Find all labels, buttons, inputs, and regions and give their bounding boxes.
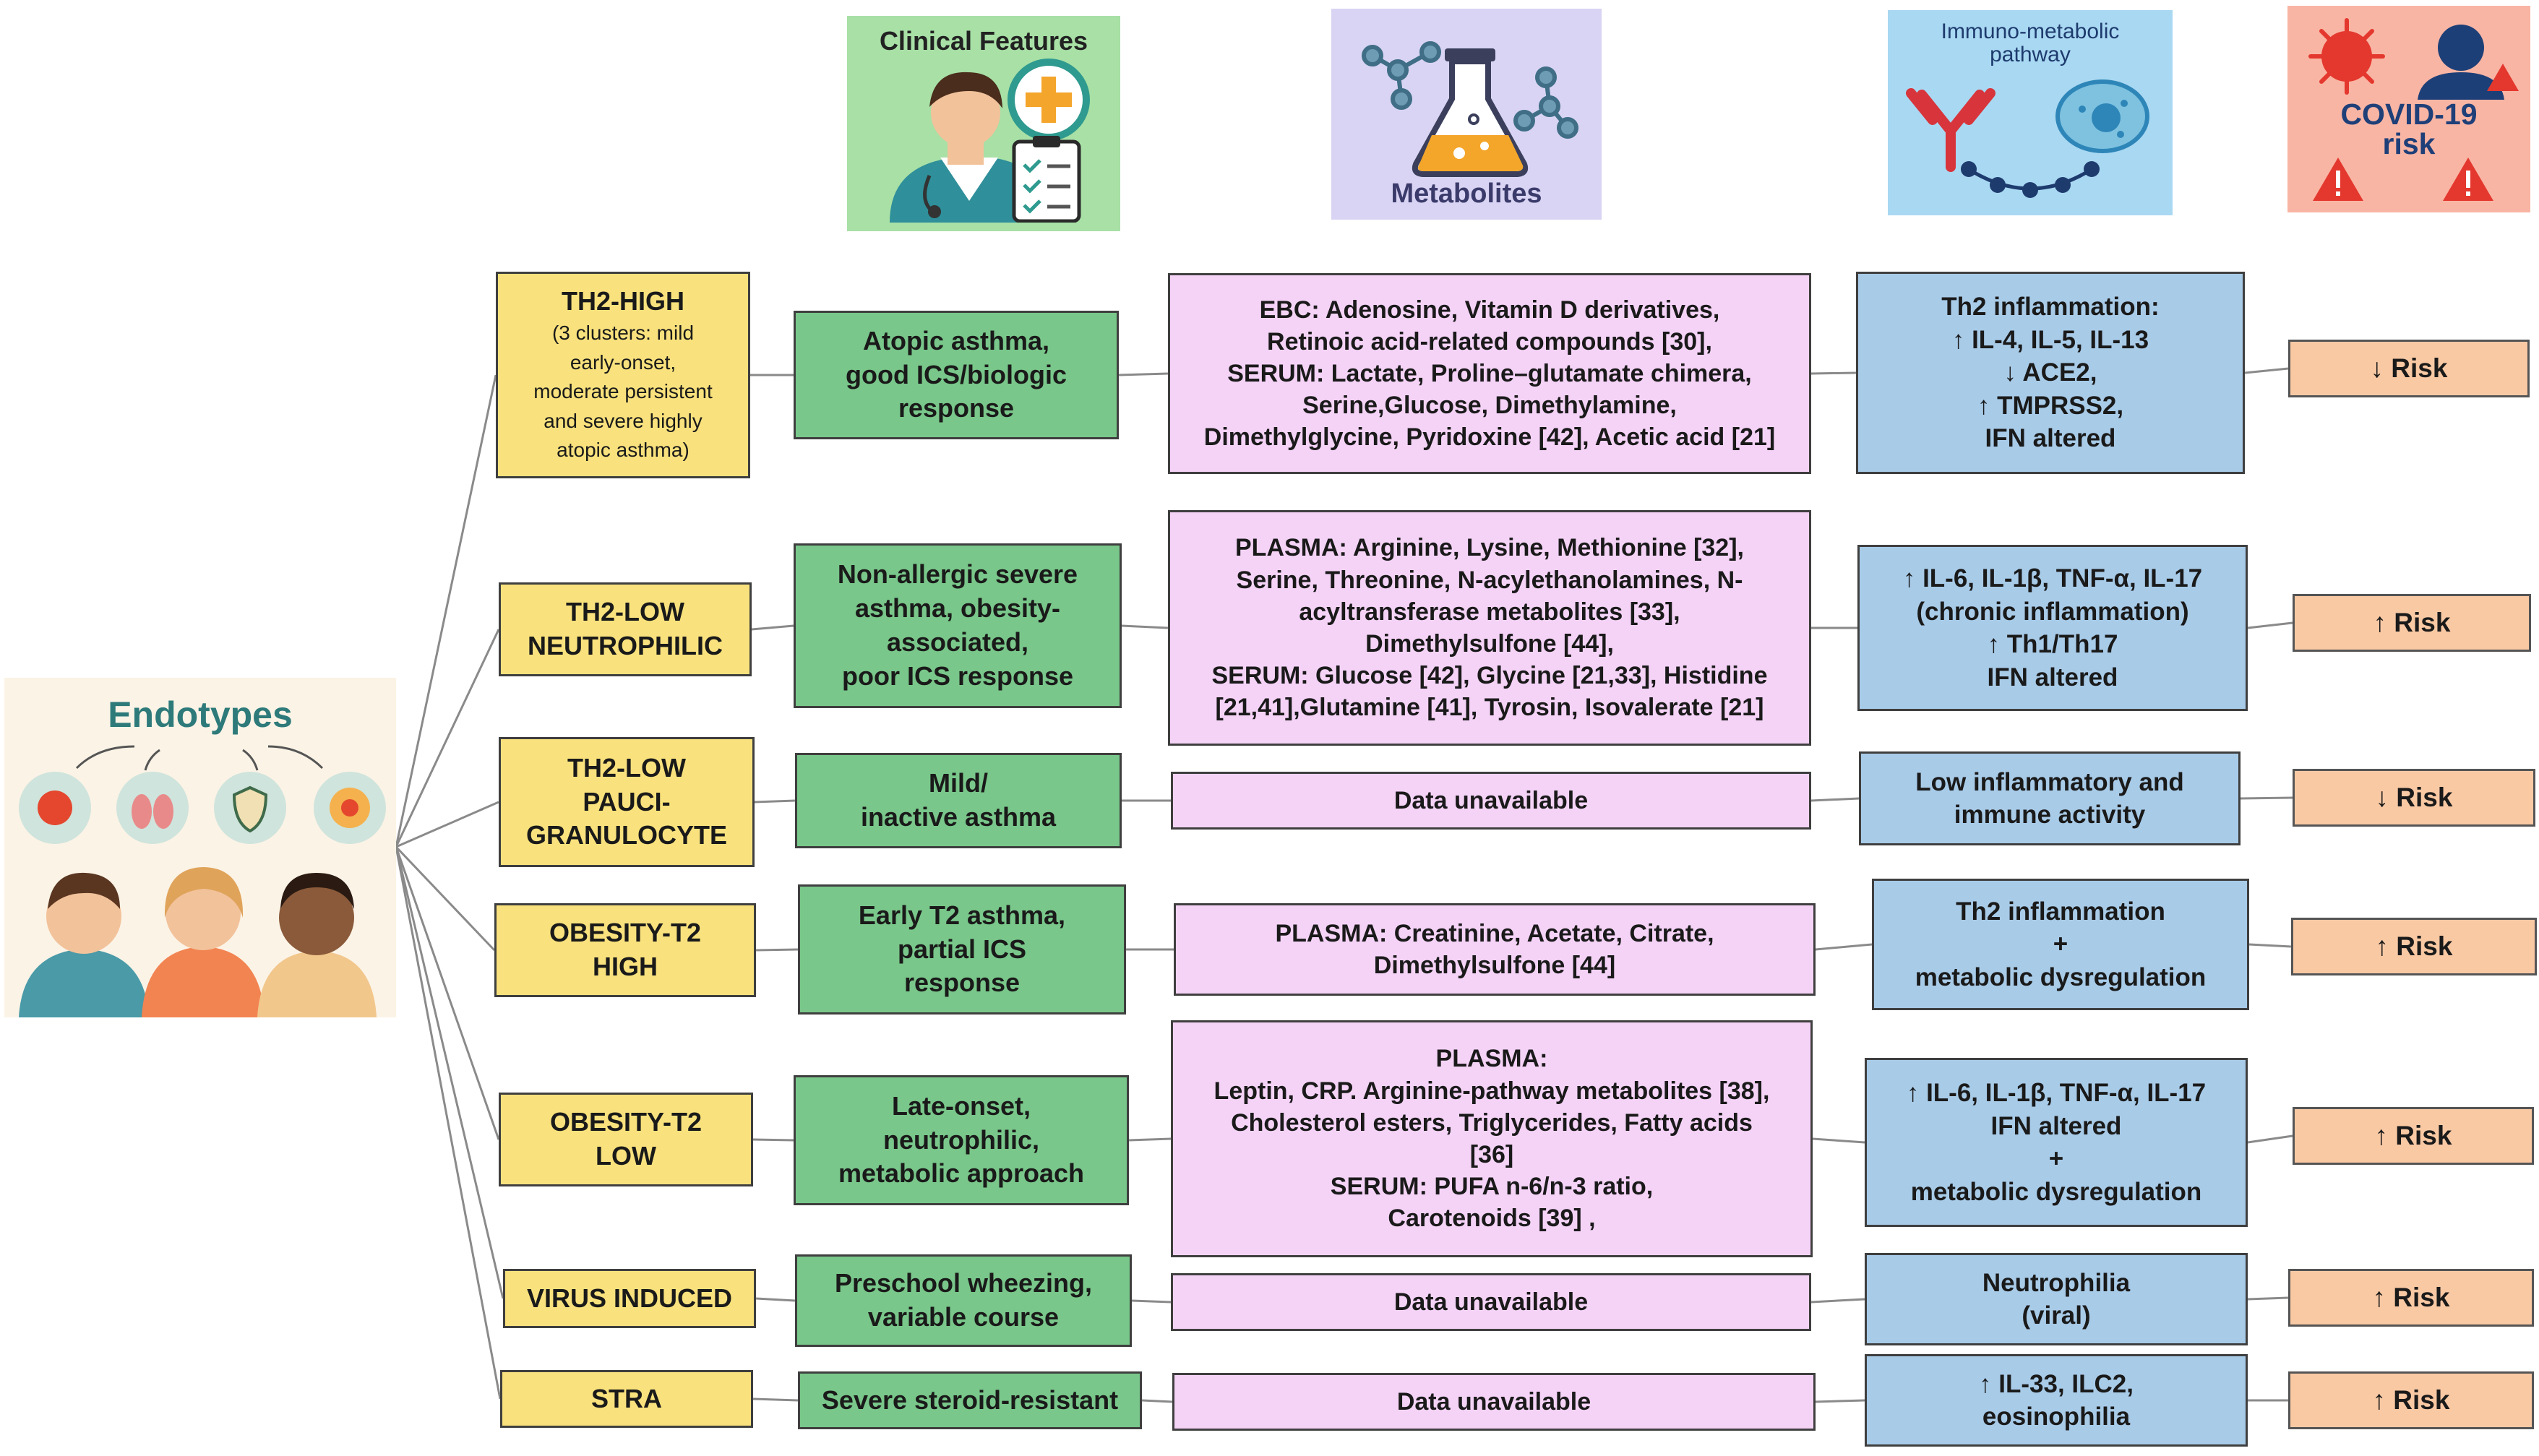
immuno-pathway-box: Th2 inflammation: ↑ IL-4, IL-5, IL-13 ↓ … xyxy=(1856,272,2245,474)
endotypes-title: Endotypes xyxy=(108,694,293,735)
row-connector-line xyxy=(1128,1137,1172,1142)
row-connector-line xyxy=(2247,1134,2293,1144)
immuno-pathway-box: ↑ IL-6, IL-1β, TNF-α, IL-17 (chronic inf… xyxy=(1857,545,2248,711)
lungs-icon xyxy=(116,772,189,844)
row-connector-line xyxy=(1118,372,1169,376)
row-connector-line xyxy=(2244,367,2289,374)
immuno-pathway-box: Low inflammatory and immune activity xyxy=(1859,751,2241,845)
clinical-feature-box: Non-allergic severe asthma, obesity- ass… xyxy=(794,543,1122,708)
row-connector-line xyxy=(752,1397,799,1402)
endotype-box: TH2-LOW PAUCI- GRANULOCYTE xyxy=(499,737,755,867)
root-to-endotype-line xyxy=(395,801,499,848)
shield-leaf-icon xyxy=(214,772,286,844)
row-connector-line xyxy=(754,799,796,804)
covid-risk-box: ↑ Risk xyxy=(2288,1269,2534,1327)
covid-risk-box: ↓ Risk xyxy=(2288,340,2530,397)
root-to-endotype-line xyxy=(395,629,500,848)
row-connector-line xyxy=(1812,1137,1865,1144)
antibody-icon xyxy=(1906,79,2149,198)
covid-risk-header: COVID-19 risk xyxy=(2287,6,2530,212)
row-connector-line xyxy=(1121,624,1169,629)
cell-icon xyxy=(2055,79,2149,153)
covid-risk-title: COVID-19 risk xyxy=(2340,98,2478,160)
person-icon xyxy=(2418,25,2504,100)
row-connector-line xyxy=(1810,371,1857,375)
immuno-pathway-box: Th2 inflammation + metabolic dysregulati… xyxy=(1872,879,2249,1010)
clinical-feature-box: Preschool wheezing, variable course xyxy=(795,1254,1132,1347)
row-connector-line xyxy=(1815,943,1873,951)
immuno-pathway-box: ↑ IL-6, IL-1β, TNF-α, IL-17 IFN altered … xyxy=(1865,1058,2248,1227)
endotype-box: TH2-HIGH (3 clusters: mild early-onset, … xyxy=(496,272,750,478)
endotype-box: VIRUS INDUCED xyxy=(503,1269,756,1328)
row-connector-line xyxy=(1131,1299,1172,1304)
warning-icon xyxy=(2313,64,2519,201)
flask-icon xyxy=(1362,41,1578,177)
immuno-pathway-box: Neutrophilia (viral) xyxy=(1865,1253,2248,1345)
row-connector-line xyxy=(1810,797,1860,802)
metabolites-header: Metabolites xyxy=(1331,9,1602,220)
clinical-feature-box: Early T2 asthma, partial ICS response xyxy=(798,884,1126,1015)
root-to-endotype-line xyxy=(395,374,497,848)
endotype-box: TH2-LOW NEUTROPHILIC xyxy=(499,582,752,676)
row-connector-line xyxy=(755,948,799,952)
clinical-feature-box: Severe steroid-resistant xyxy=(798,1371,1142,1429)
row-connector-line xyxy=(2247,621,2293,629)
metabolites-box: EBC: Adenosine, Vitamin D derivatives, R… xyxy=(1168,273,1811,474)
root-to-endotype-line xyxy=(395,846,502,1400)
row-connector-line xyxy=(1141,1399,1173,1403)
endotype-sublabel: (3 clusters: mild early-onset, moderate … xyxy=(533,321,713,462)
clinical-feature-box: Atopic asthma, good ICS/biologic respons… xyxy=(794,311,1119,439)
metabolites-box: Data unavailable xyxy=(1172,1373,1816,1431)
clinical-features-title: Clinical Features xyxy=(879,26,1088,56)
metabolites-box: PLASMA: Leptin, CRP. Arginine-pathway me… xyxy=(1171,1020,1813,1257)
doctor-icon xyxy=(890,59,1090,223)
endotype-box: STRA xyxy=(500,1370,753,1428)
metabolites-box: PLASMA: Arginine, Lysine, Methionine [32… xyxy=(1168,510,1811,746)
covid-risk-box: ↑ Risk xyxy=(2293,594,2531,652)
endotype-label: TH2-HIGH xyxy=(562,286,684,316)
immuno-pathway-box: ↑ IL-33, ILC2, eosinophilia xyxy=(1865,1354,2248,1447)
immuno-metabolic-title: Immuno-metabolic pathway xyxy=(1941,20,2120,66)
clinical-feature-box: Mild/ inactive asthma xyxy=(795,753,1122,848)
clinical-features-header: Clinical Features xyxy=(847,16,1120,231)
root-to-endotype-line xyxy=(395,846,504,1299)
clipboard-icon xyxy=(1012,136,1081,223)
row-connector-line xyxy=(755,1297,796,1302)
covid-risk-box: ↑ Risk xyxy=(2293,1107,2534,1165)
row-connector-line xyxy=(2247,1296,2289,1301)
row-connector-line xyxy=(1815,1399,1865,1403)
metabolites-title: Metabolites xyxy=(1391,178,1542,209)
molecule-icon xyxy=(1362,41,1578,139)
metabolites-box: Data unavailable xyxy=(1171,1273,1811,1331)
metabolites-box: Data unavailable xyxy=(1171,772,1811,830)
row-connector-line xyxy=(1810,1298,1865,1304)
endotype-box: OBESITY-T2 HIGH xyxy=(494,903,756,997)
row-connector-line xyxy=(2248,943,2292,948)
metabolites-box: PLASMA: Creatinine, Acetate, Citrate, Di… xyxy=(1174,903,1816,996)
row-connector-line xyxy=(751,624,794,631)
children-icon xyxy=(19,745,386,1017)
cell-icon xyxy=(314,772,386,844)
medical-cross-icon xyxy=(1008,59,1090,141)
root-to-endotype-line xyxy=(395,846,500,1140)
root-to-endotype-line xyxy=(395,845,496,952)
virus-icon xyxy=(2308,18,2519,201)
clinical-feature-box: Late-onset, neutrophilic, metabolic appr… xyxy=(794,1075,1129,1205)
endotypes-card: Endotypes xyxy=(4,678,396,1017)
immuno-metabolic-header: Immuno-metabolic pathway xyxy=(1888,10,2173,215)
endotype-box: OBESITY-T2 LOW xyxy=(499,1093,753,1186)
covid-risk-box: ↑ Risk xyxy=(2288,1371,2534,1429)
covid-risk-box: ↑ Risk xyxy=(2291,918,2537,975)
covid-risk-box: ↓ Risk xyxy=(2293,769,2535,827)
virus-icon xyxy=(19,772,91,844)
